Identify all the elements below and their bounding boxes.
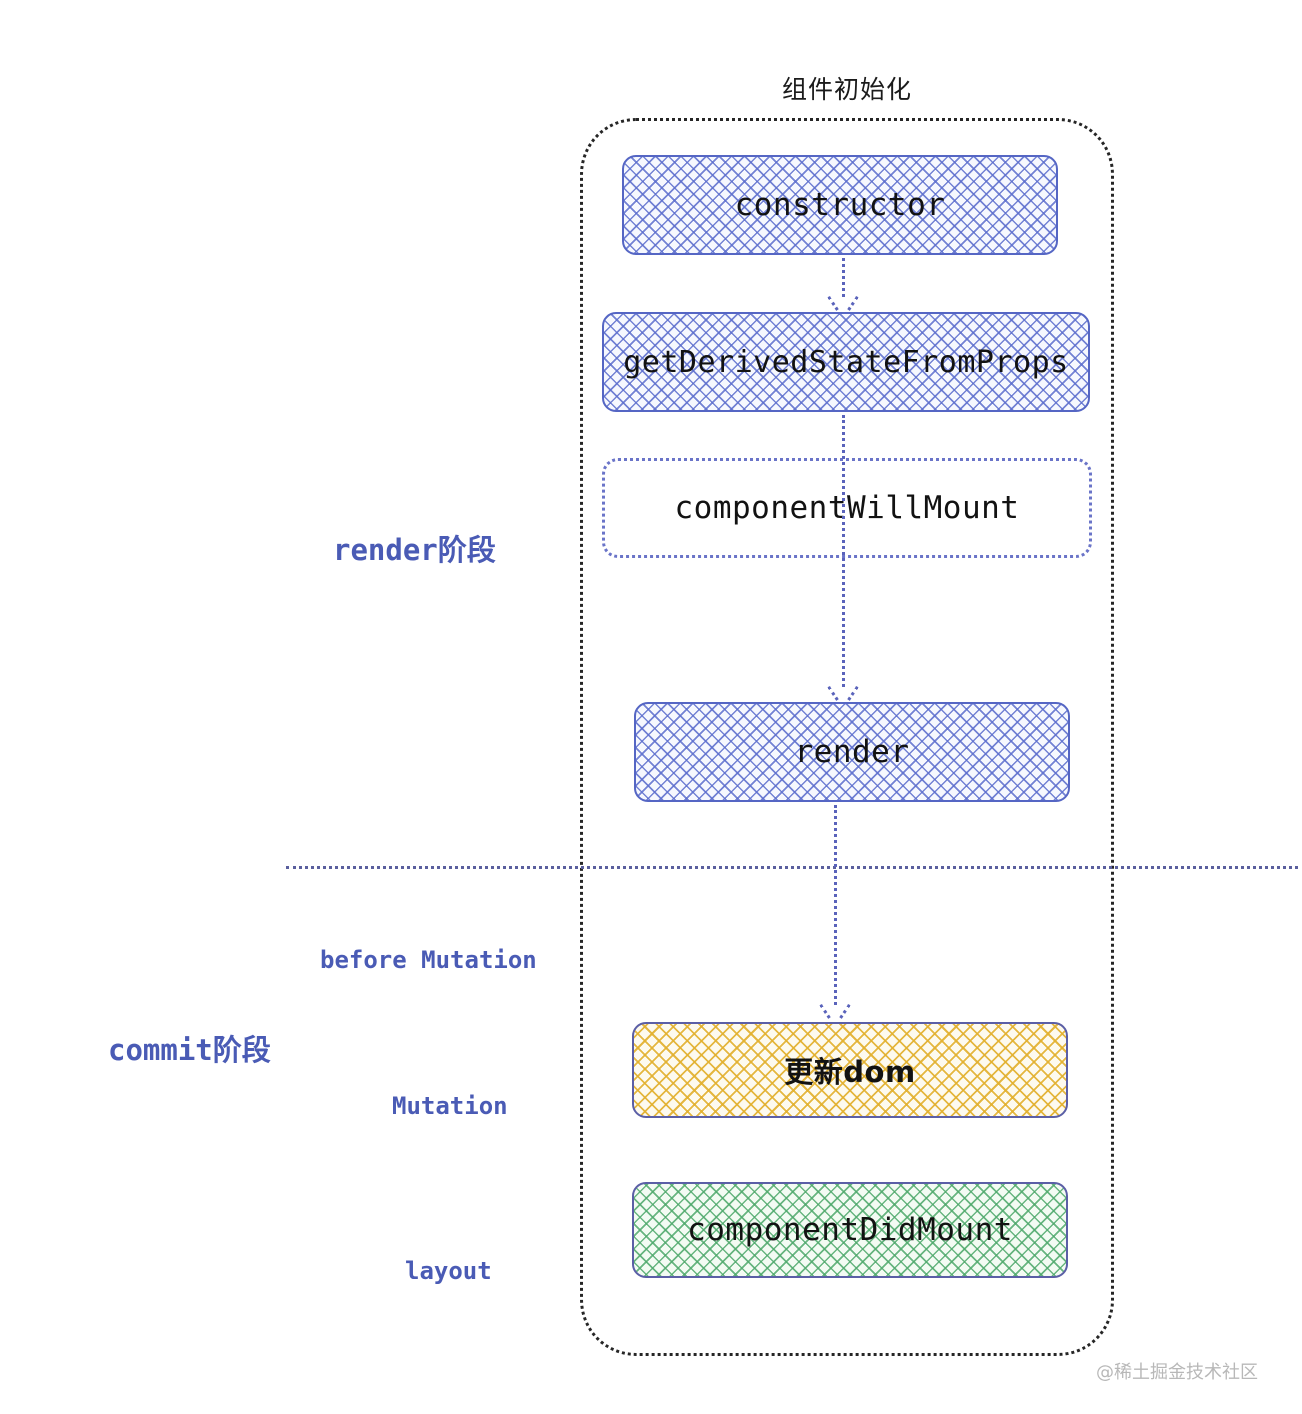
lifecycle-container xyxy=(580,118,1114,1356)
label-before-mutation: before Mutation xyxy=(320,946,537,974)
node-constructor: constructor xyxy=(622,155,1058,255)
arrow-render-to-update-dom xyxy=(823,805,847,1018)
arrow-shaft xyxy=(834,805,837,1005)
label-mutation: Mutation xyxy=(392,1092,508,1120)
label-render-phase: render阶段 xyxy=(333,533,496,567)
phase-divider-line xyxy=(286,866,1298,869)
node-get-derived-state-from-props: getDerivedStateFromProps xyxy=(602,312,1090,412)
page-title: 组件初始化 xyxy=(781,75,912,104)
arrow-head-icon xyxy=(834,686,852,700)
arrow-head-icon xyxy=(834,296,852,310)
node-component-did-mount: componentDidMount xyxy=(632,1182,1068,1278)
arrow-head-icon xyxy=(826,1004,844,1018)
node-component-will-mount: componentWillMount xyxy=(602,458,1092,558)
arrow-constructor-to-gdsfp xyxy=(831,258,855,310)
label-commit-phase: commit阶段 xyxy=(108,1033,271,1067)
arrow-shaft xyxy=(842,415,845,687)
label-layout: layout xyxy=(405,1257,492,1285)
node-update-dom: 更新dom xyxy=(632,1022,1068,1118)
arrow-gdsfp-to-render xyxy=(831,415,855,700)
watermark: @稀土掘金技术社区 xyxy=(1096,1362,1258,1383)
arrow-shaft xyxy=(842,258,845,297)
node-render: render xyxy=(634,702,1070,802)
